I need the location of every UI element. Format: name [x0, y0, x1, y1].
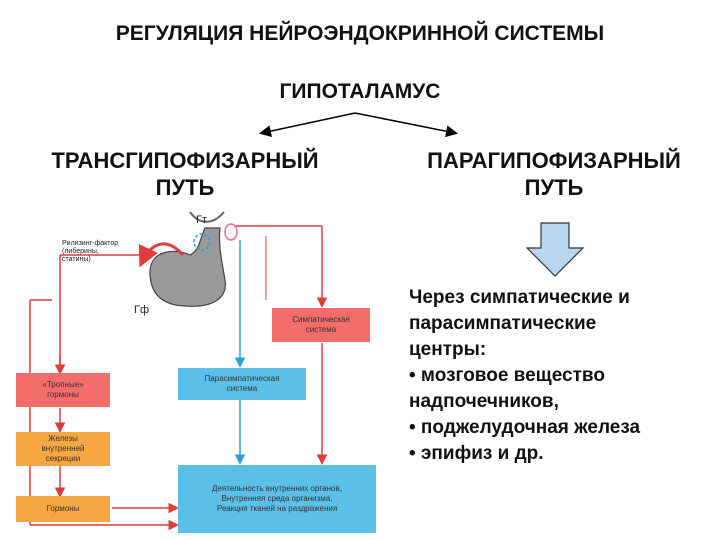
neuroendocrine-scheme: Гт Гф Рилизинг-фактор (либерины, статины… — [16, 211, 376, 533]
box-sympathetic-text: Симпатическая система — [292, 315, 350, 334]
diagram-title: РЕГУЛЯЦИЯ НЕЙРОЭНДОКРИННОЙ СИСТЕМЫ — [115, 22, 605, 45]
box-zhelezy-text: Железы внутренней секреции — [41, 434, 85, 463]
box-tropnye-text: «Тропные» гормоны — [42, 380, 84, 399]
box-gormony-text: Гормоны — [46, 504, 80, 513]
hypothalamus-label: ГИПОТАЛАМУС — [279, 80, 441, 103]
neuron-blue — [193, 233, 211, 251]
para-path-label: ПАРАГИПОФИЗАРНЫЙ ПУТЬ — [388, 147, 720, 201]
gf-label: Гф — [134, 304, 150, 316]
trans-path-line2: ПУТЬ — [155, 175, 215, 200]
desc-line: парасимпатические — [409, 313, 597, 334]
box-gormony: Гормоны — [16, 496, 110, 522]
para-path-line2: ПУТЬ — [524, 175, 584, 200]
box-tropnye: «Тропные» гормоны — [16, 373, 110, 407]
box-organs-text: Деятельность внутренних органов, Внутрен… — [212, 484, 342, 513]
box-parasympathetic: Парасимпатическая система — [178, 368, 306, 400]
arrow-to-para-path — [354, 112, 458, 138]
box-zhelezy: Железы внутренней секреции — [16, 432, 110, 466]
neuron-pink — [224, 223, 238, 241]
pituitary-shape — [149, 227, 226, 307]
box-sympathetic: Симпатическая система — [272, 308, 370, 342]
releasing-arrow — [138, 242, 185, 268]
desc-line: Через симпатические и — [409, 287, 630, 308]
para-path-line1: ПАРАГИПОФИЗАРНЫЙ — [427, 148, 681, 173]
desc-line: • мозговое вещество — [409, 365, 605, 386]
gt-label: Гт — [196, 214, 207, 226]
hypothalamus-shape — [189, 211, 225, 223]
trans-path-line1: ТРАНСГИПОФИЗАРНЫЙ — [51, 148, 319, 173]
box-organs: Деятельность внутренних органов, Внутрен… — [178, 465, 376, 533]
trans-path-label: ТРАНСГИПОФИЗАРНЫЙ ПУТЬ — [0, 147, 370, 201]
down-arrow-icon — [525, 222, 585, 277]
desc-line: • эпифиз и др. — [409, 443, 544, 464]
releasing-factor-label: Рилизинг-фактор (либерины, статины) — [62, 240, 119, 263]
arrow-to-trans-path — [259, 112, 356, 137]
box-parasympathetic-text: Парасимпатическая система — [204, 374, 280, 393]
desc-line: надпочечников, — [409, 391, 559, 412]
desc-line: центры: — [409, 339, 487, 360]
para-path-description: Через симпатические и парасимпатические … — [409, 285, 714, 467]
desc-line: • поджелудочная железа — [409, 417, 641, 438]
scheme-lines — [29, 211, 328, 531]
